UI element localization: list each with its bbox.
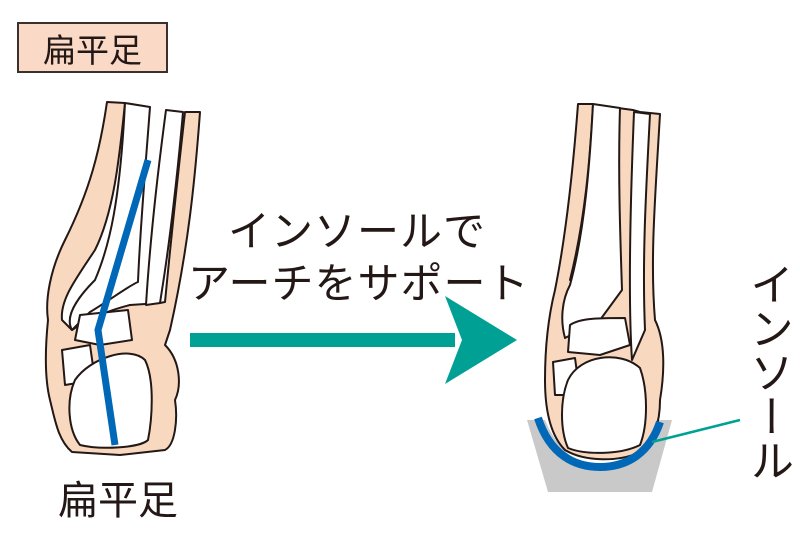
insole-label: インソール [742,262,793,482]
caption-line-2: アーチをサポート [188,259,530,308]
title-label-box: 扁平足 [17,22,168,73]
right-calcaneus [561,356,647,454]
right-talus [567,317,631,356]
caption-line-1: インソールで [228,207,487,256]
right-fibula [628,111,651,361]
flat-foot-illustration [44,101,201,456]
title-label: 扁平足 [43,30,142,70]
left-axis-line [94,159,152,446]
shoe-base [527,420,672,492]
arrow-icon [190,296,517,384]
insole-pointer-line [651,418,741,444]
insole [534,416,664,472]
corrected-foot-illustration [527,103,741,492]
right-tibia [561,103,623,339]
left-tibia [68,102,151,331]
left-fibula [145,109,184,306]
flat-foot-label: 扁平足 [58,478,178,524]
left-talus [74,309,133,346]
